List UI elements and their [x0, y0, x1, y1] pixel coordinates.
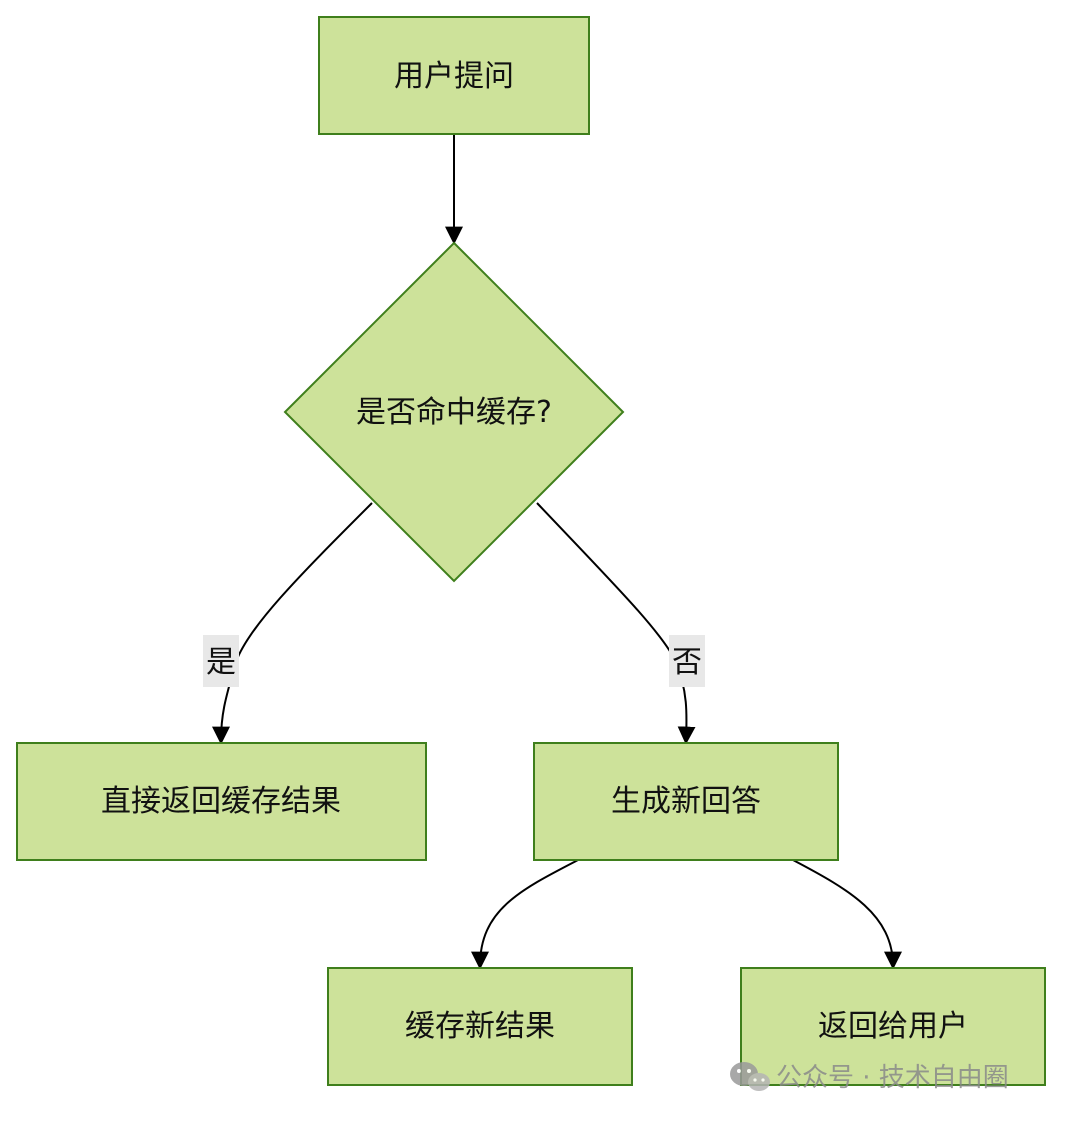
- edge-decision-to-generate-new: [536, 502, 696, 745]
- node-user-question: 用户提问: [318, 16, 590, 135]
- node-return-to-user-label: 返回给用户: [818, 1009, 968, 1044]
- edge-generate-to-cache-new: [471, 859, 579, 970]
- node-generate-new-label: 生成新回答: [611, 784, 761, 819]
- watermark-text: 公众号 · 技术自由圈: [776, 1063, 1009, 1093]
- node-return-cached-label: 直接返回缓存结果: [101, 784, 341, 819]
- edge-generate-to-return-user: [792, 859, 902, 970]
- watermark: 公众号 · 技术自由圈: [730, 1062, 1009, 1093]
- edge-label-yes-text: 是: [206, 645, 236, 680]
- edge-label-yes: 是: [203, 635, 239, 687]
- node-return-to-user: 返回给用户: [740, 967, 1046, 1086]
- wechat-icon: [730, 1062, 770, 1091]
- node-cache-new-label: 缓存新结果: [405, 1009, 555, 1044]
- node-cache-hit-label: 是否命中缓存?: [356, 395, 552, 430]
- node-user-question-label: 用户提问: [394, 59, 514, 94]
- node-generate-new: 生成新回答: [533, 742, 839, 861]
- edge-label-no-text: 否: [672, 645, 702, 680]
- edge-label-no: 否: [669, 635, 705, 687]
- node-cache-hit-decision: 是否命中缓存?: [283, 241, 625, 583]
- edge-decision-to-return-cached: [212, 502, 373, 745]
- node-cache-new: 缓存新结果: [327, 967, 633, 1086]
- node-return-cached: 直接返回缓存结果: [16, 742, 427, 861]
